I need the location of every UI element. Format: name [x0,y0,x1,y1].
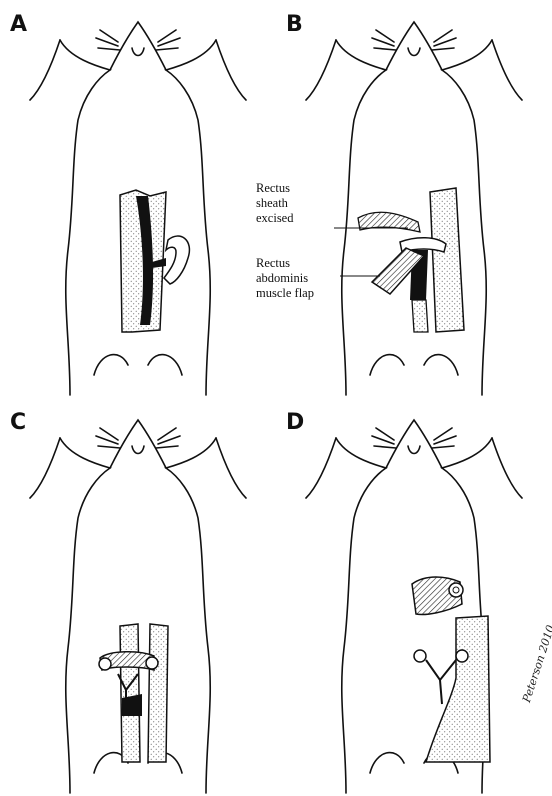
opened-abdomen-c [0,398,276,796]
panel-label-a: A [10,12,27,37]
opened-abdomen-b [276,0,552,398]
panel-label-d: D [286,410,304,435]
panel-b: B [276,0,552,398]
callout-rectus-sheath: Rectus sheath excised [256,181,293,226]
opened-abdomen-a [0,0,276,398]
panel-label-c: C [10,410,26,435]
panel-a: A [0,0,276,398]
callout-muscle-flap: Rectus abdominis muscle flap [256,256,314,301]
panel-d: D [276,398,552,796]
panel-c: C [0,398,276,796]
opened-abdomen-d [276,398,552,796]
panel-label-b: B [286,12,303,37]
excised-sheath [358,212,420,232]
